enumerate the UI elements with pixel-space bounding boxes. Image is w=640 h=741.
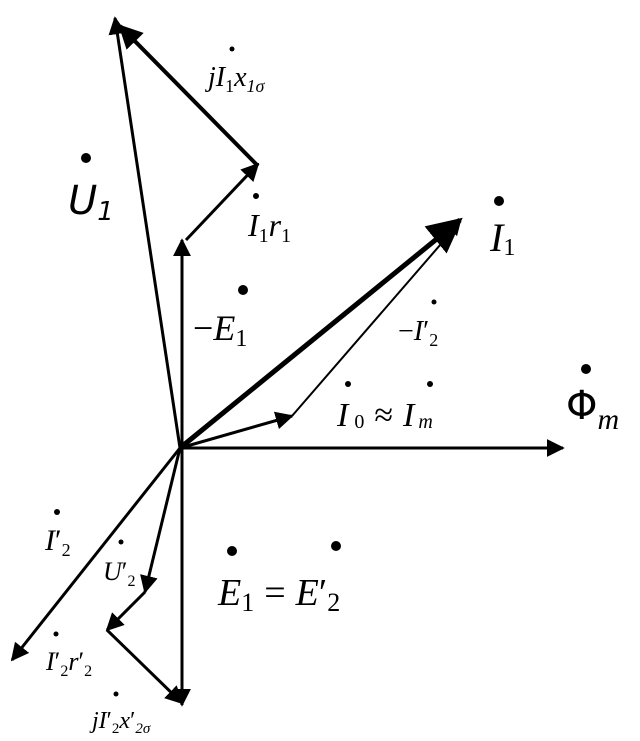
e1-dot — [227, 546, 237, 556]
j-i1-x1sigma-vector — [118, 24, 260, 168]
i0-vector — [179, 411, 294, 450]
neg-i2-prime-vector — [291, 220, 461, 417]
u2-prime-vector — [140, 447, 182, 594]
u1-dot — [81, 153, 91, 163]
label-neg-e1: −E1 — [193, 308, 247, 352]
j-i2-prime-x2sigma-vector — [105, 628, 184, 705]
i2-prime-dot — [54, 509, 60, 515]
label-neg-i2-prime: −I′2 — [398, 316, 438, 350]
label-i2-prime-r2-prime: I′2r′2 — [45, 647, 92, 680]
i1-r1-vector — [184, 162, 260, 242]
label-i1: I1 — [489, 215, 515, 261]
i1-dot — [494, 196, 504, 206]
label-i1-r1: I1r1 — [247, 207, 291, 247]
j-i2-prime-x2sigma-dot — [113, 691, 119, 697]
i2-prime-r2-prime-dot — [53, 631, 59, 637]
label-phi-m: Φm — [566, 383, 619, 436]
phi-m-dot — [581, 364, 591, 374]
neg-i2-prime-dot — [431, 299, 437, 305]
e2-prime-dot — [331, 541, 341, 551]
im-dot — [427, 381, 433, 387]
label-u1: U1 — [68, 178, 114, 227]
label-j-i1-x1sigma: jI1x1σ — [205, 62, 266, 96]
u1-vector — [108, 16, 182, 449]
u2-prime-dot — [118, 539, 124, 545]
label-j-i2-prime-x2sigma: jI′2x′2σ — [89, 708, 151, 737]
neg-e1-dot — [238, 285, 248, 295]
i0-dot — [345, 381, 351, 387]
i1-vector — [178, 217, 463, 450]
j-i1-x1sigma-dot — [229, 46, 235, 52]
label-e1-equals-e2-prime: E1=E′2 — [217, 572, 340, 617]
i2-prime-vector — [10, 447, 182, 662]
label-u2-prime: U′2 — [103, 557, 135, 590]
i1-r1-dot — [253, 193, 259, 199]
i2-prime-r2-prime-vector — [105, 590, 147, 632]
label-i2-prime: I′2 — [44, 524, 71, 560]
